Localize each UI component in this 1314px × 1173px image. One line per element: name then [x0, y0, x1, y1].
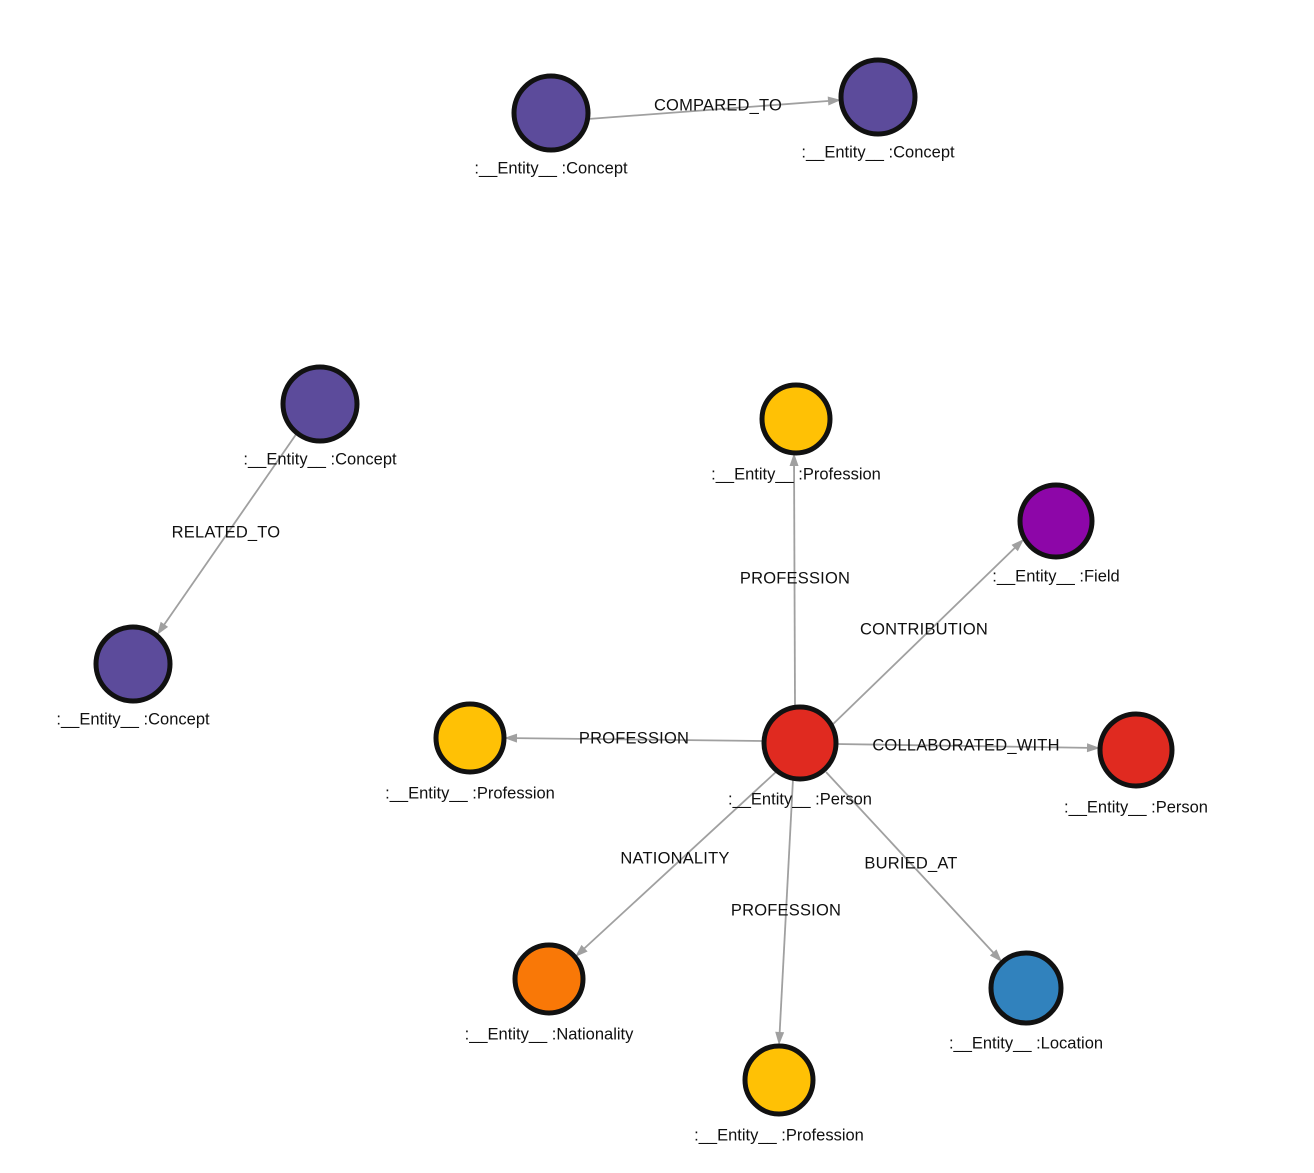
edge-line — [793, 462, 796, 708]
edge-line — [835, 743, 1091, 749]
edge-arrowhead-icon — [827, 96, 841, 106]
graph-node-concept[interactable] — [93, 624, 173, 704]
edge-label: RELATED_TO — [172, 523, 281, 541]
edge-line — [828, 545, 1018, 729]
graph-node-concept[interactable] — [838, 57, 918, 137]
node-label: :__Entity__ :Nationality — [465, 1025, 635, 1043]
edge-line — [587, 99, 832, 120]
nodes-layer — [93, 57, 1175, 1117]
node-labels-layer: :__Entity__ :Concept :__Entity__ :Concept… — [56, 143, 1208, 1144]
graph-edge[interactable] — [789, 453, 799, 708]
edge-arrowhead-icon — [1011, 539, 1024, 552]
edge-label: PROFESSION — [731, 901, 841, 919]
node-label: :__Entity__ :Person — [1064, 798, 1208, 816]
node-label: :__Entity__ :Concept — [474, 159, 628, 177]
graph-edge[interactable] — [587, 96, 841, 120]
graph-node-concept[interactable] — [511, 73, 591, 153]
node-label: :__Entity__ :Concept — [801, 143, 955, 161]
graph-edge[interactable] — [775, 778, 794, 1045]
edge-arrowhead-icon — [989, 949, 1002, 962]
edge-label: COLLABORATED_WITH — [872, 736, 1059, 754]
graph-node-nationality[interactable] — [512, 942, 586, 1016]
edge-arrowhead-icon — [575, 944, 588, 957]
graph-edge[interactable] — [828, 539, 1024, 729]
graph-edge[interactable] — [825, 771, 1002, 962]
node-label: :__Entity__ :Profession — [385, 784, 555, 802]
node-label: :__Entity__ :Concept — [243, 450, 397, 468]
edge-label: PROFESSION — [740, 569, 850, 587]
graph-node-concept[interactable] — [280, 364, 360, 444]
graph-node-profession[interactable] — [742, 1043, 816, 1117]
node-label: :__Entity__ :Concept — [56, 710, 210, 728]
graph-node-profession[interactable] — [433, 701, 507, 775]
edge-arrowhead-icon — [1086, 743, 1100, 753]
node-label: :__Entity__ :Person — [728, 790, 872, 808]
graph-node-field[interactable] — [1017, 482, 1095, 560]
edge-arrowhead-icon — [789, 453, 799, 467]
edge-line — [513, 737, 765, 742]
edge-line — [778, 778, 794, 1036]
edge-labels-layer: COMPARED_TO RELATED_TO PROFESSION CONTRIBUT… — [172, 96, 1060, 919]
node-label: :__Entity__ :Profession — [694, 1126, 864, 1144]
edges-layer — [157, 96, 1100, 1045]
graph-edge[interactable] — [575, 770, 778, 957]
edge-label: PROFESSION — [579, 729, 689, 747]
graph-edge[interactable] — [504, 733, 765, 743]
graph-node-person[interactable] — [761, 704, 839, 782]
graph-edge[interactable] — [835, 743, 1100, 753]
edge-label: COMPARED_TO — [654, 96, 782, 114]
edge-line — [581, 770, 778, 952]
graph-edge[interactable] — [157, 432, 298, 635]
edge-line — [825, 771, 997, 956]
node-label: :__Entity__ :Profession — [711, 465, 881, 483]
graph-node-profession[interactable] — [759, 382, 833, 456]
node-label: :__Entity__ :Location — [949, 1034, 1103, 1052]
edge-line — [161, 432, 298, 628]
edge-arrowhead-icon — [157, 621, 169, 635]
edge-label: CONTRIBUTION — [860, 620, 988, 638]
edge-label: NATIONALITY — [620, 849, 729, 867]
edge-arrowhead-icon — [775, 1031, 785, 1045]
edge-label: BURIED_AT — [864, 854, 957, 872]
node-label: :__Entity__ :Field — [992, 567, 1120, 585]
edge-arrowhead-icon — [504, 733, 518, 743]
graph-node-location[interactable] — [988, 950, 1064, 1026]
graph-node-person[interactable] — [1097, 711, 1175, 789]
